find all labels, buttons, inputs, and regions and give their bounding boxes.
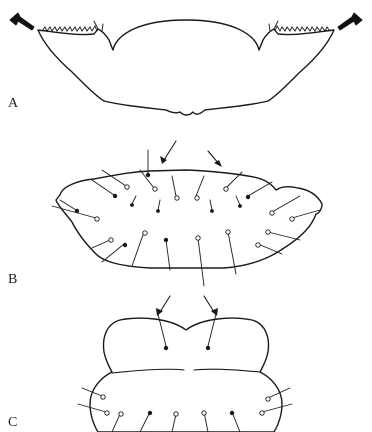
panel-b: B bbox=[8, 141, 322, 287]
right-indicator-arrow-icon bbox=[338, 13, 362, 30]
panel-c: C bbox=[8, 296, 292, 432]
left-indicator-arrow-icon bbox=[10, 13, 34, 30]
panel-c-label: C bbox=[8, 415, 17, 430]
panel-c-pointer-arrows bbox=[156, 296, 218, 316]
panel-b-label: B bbox=[8, 272, 17, 287]
panel-c-suture bbox=[112, 369, 260, 373]
panel-a-label: A bbox=[8, 96, 19, 111]
panel-a: A bbox=[8, 13, 362, 115]
panel-a-outline bbox=[38, 20, 334, 115]
left-denticle-row bbox=[42, 26, 97, 31]
right-denticle-row bbox=[275, 26, 330, 31]
panel-b-pointer-arrows bbox=[160, 141, 222, 167]
